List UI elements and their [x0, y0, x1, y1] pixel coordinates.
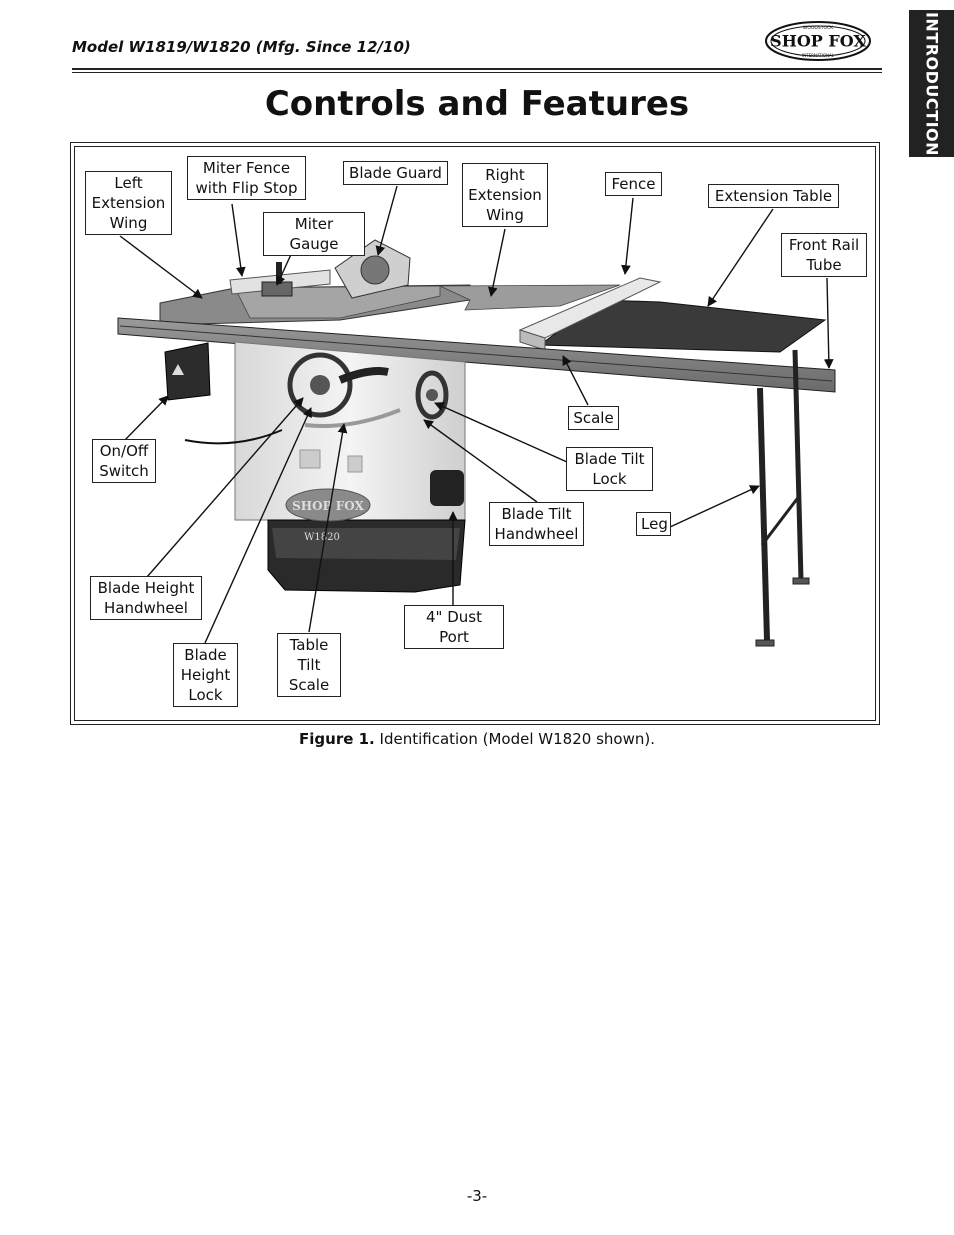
- figure-frame-inner: [74, 146, 876, 721]
- callout-table-tilt-scale: Table Tilt Scale: [277, 633, 341, 697]
- section-tab: INTRODUCTION: [909, 10, 954, 157]
- page-number: -3-: [466, 1187, 488, 1205]
- callout-on-off-switch: On/Off Switch: [92, 439, 156, 483]
- callout-blade-guard: Blade Guard: [343, 161, 448, 185]
- header-model-line: Model W1819/W1820 (Mfg. Since 12/10): [72, 38, 411, 56]
- logo-text: SHOP FOX: [770, 32, 866, 51]
- callout-fence: Fence: [605, 172, 662, 196]
- header-rule-thin: [72, 72, 882, 73]
- figure-caption-text: Identification (Model W1820 shown).: [374, 730, 655, 748]
- figure-caption: Figure 1. Identification (Model W1820 sh…: [0, 730, 954, 748]
- callout-blade-height-lock: Blade Height Lock: [173, 643, 238, 707]
- callout-extension-table: Extension Table: [708, 184, 839, 208]
- switch-shape: [164, 342, 283, 445]
- callout-scale: Scale: [568, 406, 619, 430]
- front-rail-shape: [117, 317, 836, 393]
- figure-caption-label: Figure 1.: [299, 730, 375, 748]
- saw-table-top: [159, 284, 621, 326]
- cabinet-brand: SHOP FOX: [292, 499, 364, 513]
- figure-frame: [70, 142, 880, 725]
- table-legs: [755, 349, 810, 647]
- logo-small-bottom: INTERNATIONAL: [802, 53, 835, 58]
- logo-small-top: WOODSTOCK: [803, 25, 834, 31]
- callout-front-rail-tube: Front Rail Tube: [781, 233, 867, 277]
- callout-left-extension-wing: Left Extension Wing: [85, 171, 172, 235]
- blade-tilt-handwheel-shape: [415, 370, 449, 420]
- callout-miter-fence-flip-stop: Miter Fence with Flip Stop: [187, 156, 306, 200]
- blade-height-handwheel-shape: [287, 352, 401, 428]
- shop-fox-logo: WOODSTOCK SHOP FOX INTERNATIONAL: [765, 21, 871, 61]
- cabinet-model: W1820: [304, 532, 340, 543]
- callout-right-extension-wing: Right Extension Wing: [462, 163, 548, 227]
- extension-table-shape: [538, 299, 827, 353]
- callout-blade-height-handwheel: Blade Height Handwheel: [90, 576, 202, 620]
- leader-arrows: [119, 185, 834, 644]
- header-rule: [72, 68, 882, 70]
- callout-blade-tilt-handwheel: Blade Tilt Handwheel: [489, 502, 584, 546]
- callout-dust-port: 4" Dust Port: [404, 605, 504, 649]
- callout-leg: Leg: [636, 512, 671, 536]
- page-title: Controls and Features: [264, 84, 690, 124]
- callout-miter-gauge: Miter Gauge: [263, 212, 365, 256]
- blade-guard-shape: [334, 239, 411, 299]
- callout-blade-tilt-lock: Blade Tilt Lock: [566, 447, 653, 491]
